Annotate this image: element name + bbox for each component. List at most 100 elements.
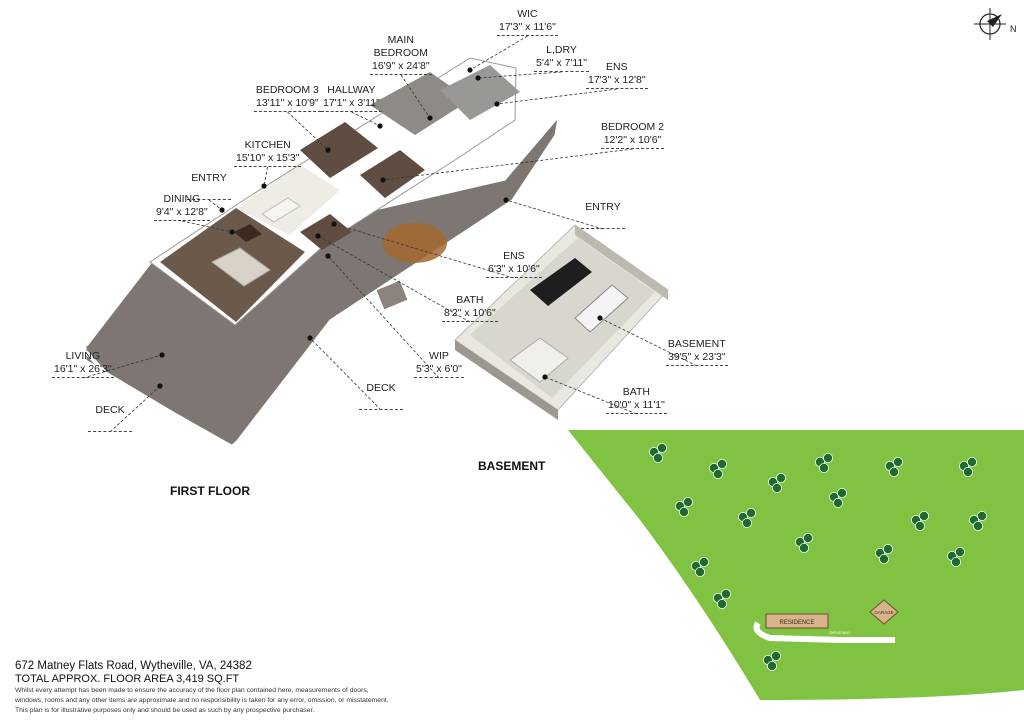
leader-dot-ldry <box>475 75 481 81</box>
tree-icon <box>767 661 778 672</box>
tree-icon <box>819 462 830 473</box>
tree-icon <box>713 468 724 479</box>
site-driveway <box>753 621 895 643</box>
room-name: KITCHEN <box>244 139 291 151</box>
leader-dot-ens-lower <box>331 221 337 227</box>
room-label-deck-mid: DECK <box>359 382 403 410</box>
ensuite-floor <box>440 65 520 120</box>
leader-dot-bath-base <box>542 374 548 380</box>
leader-line-wic <box>469 35 528 71</box>
room-dimensions: 6'3" x 10'6" <box>486 263 542 278</box>
compass-icon: N <box>974 8 1017 40</box>
room-dimensions: 17'3" x 12'8" <box>586 74 648 89</box>
leader-dot-wic <box>467 67 473 73</box>
disclaimer-line-1: Whilst every attempt has been made to en… <box>15 687 369 694</box>
label-dots <box>157 67 603 389</box>
tree-icon <box>657 442 668 453</box>
leader-line-main-bedroom <box>400 74 431 119</box>
leader-dot-wip <box>325 253 331 259</box>
room-dimensions: 5'3" x 6'0" <box>414 363 464 378</box>
leader-line-wip <box>327 255 440 379</box>
room-dimensions: 17'3" x 11'6" <box>497 21 558 36</box>
site-residence <box>765 613 829 629</box>
leader-line-ens-lower <box>333 223 515 279</box>
tree-icon <box>967 456 978 467</box>
deck-pergola <box>383 223 447 263</box>
room-label-deck-left: DECK <box>88 404 132 432</box>
site-residence-label: RESIDENCE <box>779 620 814 626</box>
tree-icon <box>799 543 810 554</box>
tree-icon <box>915 521 926 532</box>
basement-bath <box>509 337 569 383</box>
tree-icon <box>823 452 834 463</box>
tree-icon <box>973 521 984 532</box>
room-name: DECK <box>95 404 125 416</box>
dining-table <box>234 224 262 242</box>
tree-icon <box>717 458 728 469</box>
room-dimensions <box>88 417 132 432</box>
tree-icon <box>883 544 894 555</box>
bedroom3-floor <box>300 122 378 178</box>
leader-dot-ens-upper <box>494 101 500 107</box>
leader-dot-bath-first <box>315 233 321 239</box>
room-name: DECK <box>366 382 396 394</box>
site-garage-label: GARAGE <box>874 610 893 615</box>
leader-line-deck-mid <box>309 337 382 411</box>
leader-line-ldry <box>477 71 562 79</box>
bedroom2-floor <box>360 150 425 198</box>
basement-title: BASEMENT <box>478 459 546 473</box>
tree-icon <box>683 496 694 507</box>
room-name: ENS <box>503 250 525 262</box>
room-name: WIP <box>429 350 449 362</box>
leader-line-living <box>82 354 163 379</box>
disclaimer-line-3: This plan is for illustrative purposes o… <box>15 707 315 714</box>
room-dimensions: 8'2" x 10'6" <box>442 307 498 322</box>
room-name: BEDROOM 2 <box>601 121 665 133</box>
leader-line-deck-left <box>109 385 161 433</box>
basement-wall-back <box>575 225 668 300</box>
site-trees <box>649 442 988 672</box>
sofa <box>211 247 271 287</box>
room-name: L,DRY <box>546 44 577 56</box>
room-name: MAIN <box>387 34 414 46</box>
tree-icon <box>699 557 710 568</box>
tree-icon <box>919 510 930 521</box>
room-dimensions: 9'4" x 12'8" <box>154 206 210 221</box>
bath-floor <box>300 214 352 250</box>
tree-icon <box>679 506 690 517</box>
room-dimensions: 15'10" x 15'3" <box>234 152 302 167</box>
first-floor-title: FIRST FLOOR <box>170 484 250 498</box>
room-dimensions <box>187 185 231 200</box>
leader-dot-main-bedroom <box>427 115 433 121</box>
tree-icon <box>977 510 988 521</box>
room-dimensions <box>581 214 625 229</box>
room-label-entry-left: ENTRY <box>187 172 231 200</box>
room-dimensions <box>359 395 403 410</box>
tree-icon <box>721 589 732 600</box>
tree-icon <box>742 518 753 529</box>
room-name: BATH <box>456 294 484 306</box>
tree-icon <box>772 482 783 493</box>
tree-icon <box>695 567 706 578</box>
disclaimer-line-2: windows, rooms and any other items are a… <box>15 697 389 704</box>
black-car <box>530 258 592 306</box>
leader-line-bedroom2 <box>382 148 633 181</box>
tree-icon <box>837 487 848 498</box>
tree-icon <box>746 507 757 518</box>
leader-line-bedroom3 <box>287 111 329 151</box>
deck-stairs <box>375 279 409 311</box>
room-dimensions: 10'0" x 11'1" <box>606 399 667 414</box>
leader-dot-bedroom2 <box>380 177 386 183</box>
leader-dot-dining <box>229 229 235 235</box>
room-name: ENS <box>606 61 628 73</box>
leader-dot-entry-left <box>219 207 225 213</box>
leader-line-entry-left <box>208 199 223 211</box>
leader-line-bath-first <box>317 235 471 323</box>
